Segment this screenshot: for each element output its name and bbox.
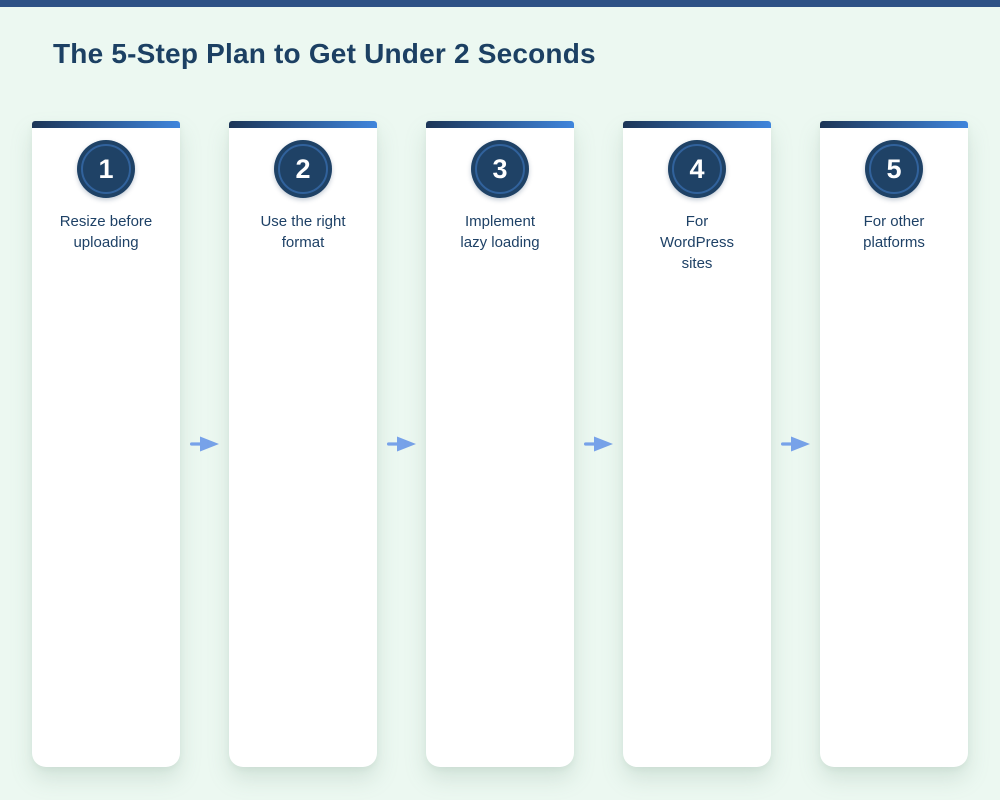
step-label: Use the right format — [260, 213, 346, 251]
step-card-3: 3 Implement lazy loading — [426, 121, 574, 767]
card-accent-bar — [820, 121, 968, 128]
step-card-5: 5 For other platforms — [820, 121, 968, 767]
step-label: Implement lazy loading — [460, 213, 540, 251]
right-arrow-icon — [780, 436, 810, 452]
step-number: 2 — [295, 153, 311, 184]
step-number-badge: 1 — [77, 140, 135, 198]
step-card-4: 4 For WordPress sites — [623, 121, 771, 767]
step-number-badge: 4 — [668, 140, 726, 198]
step-label: For WordPress sites — [660, 213, 734, 272]
right-arrow-icon — [189, 436, 219, 452]
card-accent-bar — [623, 121, 771, 128]
step-number-badge: 2 — [274, 140, 332, 198]
card-accent-bar — [426, 121, 574, 128]
right-arrow-icon — [386, 436, 416, 452]
step-number: 1 — [98, 153, 114, 184]
arrow-cell — [771, 121, 820, 767]
step-card-2: 2 Use the right format — [229, 121, 377, 767]
step-number: 5 — [886, 153, 902, 184]
step-number: 3 — [492, 153, 508, 184]
step-label: Resize before uploading — [59, 213, 153, 251]
step-card-1: 1 Resize before uploading — [32, 121, 180, 767]
card-accent-bar — [32, 121, 180, 128]
step-number-badge: 5 — [865, 140, 923, 198]
arrow-cell — [574, 121, 623, 767]
right-arrow-icon — [583, 436, 613, 452]
steps-row: 1 Resize before uploading 2 Use the righ… — [0, 121, 1000, 767]
page-title: The 5-Step Plan to Get Under 2 Seconds — [53, 38, 596, 69]
step-number-badge: 3 — [471, 140, 529, 198]
card-accent-bar — [229, 121, 377, 128]
arrow-cell — [377, 121, 426, 767]
top-accent-bar — [0, 0, 1000, 7]
step-label: For other platforms — [863, 213, 925, 251]
step-number: 4 — [689, 153, 705, 184]
arrow-cell — [180, 121, 229, 767]
